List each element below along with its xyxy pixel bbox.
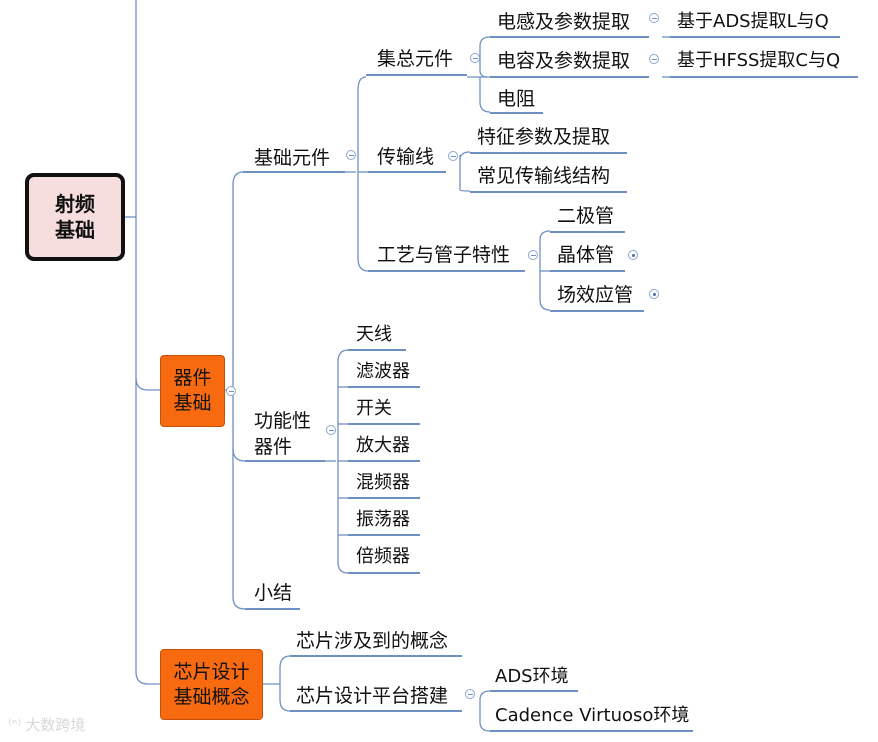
node-underline (490, 112, 543, 114)
node-underline (366, 74, 467, 76)
fet-expand-icon[interactable] (649, 289, 659, 299)
process-collapse-icon[interactable] (528, 250, 538, 260)
root-label-line1: 射频 (55, 192, 95, 216)
node-filter[interactable]: 滤波器 (356, 361, 410, 382)
node-underline (550, 231, 625, 233)
node-underline (490, 690, 578, 692)
node-underline (348, 460, 420, 462)
node-fet[interactable]: 场效应管 (557, 284, 634, 306)
inductor-collapse-icon[interactable] (649, 13, 659, 23)
device-basics-collapse-icon[interactable] (226, 386, 236, 396)
device-basics-node[interactable]: 器件 基础 (160, 355, 225, 427)
chip-basics-node[interactable]: 芯片设计 基础概念 (160, 649, 263, 720)
functional-devices-line2: 器件 (254, 436, 293, 458)
node-lumped-elements[interactable]: 集总元件 (377, 48, 454, 70)
node-transistor[interactable]: 晶体管 (557, 244, 615, 266)
node-underline (470, 191, 627, 193)
node-underline (348, 534, 420, 536)
node-underline (348, 349, 406, 351)
node-ads-env[interactable]: ADS环境 (495, 666, 569, 687)
node-underline (290, 655, 462, 657)
device-basics-line2: 基础 (173, 392, 212, 414)
node-underline (670, 36, 840, 38)
device-basics-line1: 器件 (173, 367, 212, 389)
watermark-text: 大数跨境 (25, 717, 86, 734)
node-hfss-cq[interactable]: 基于HFSS提取C与Q (677, 50, 841, 71)
node-ads-lq[interactable]: 基于ADS提取L与Q (677, 11, 829, 32)
root-label-line2: 基础 (55, 218, 95, 242)
node-underline (490, 76, 649, 78)
node-process[interactable]: 工艺与管子特性 (377, 244, 511, 266)
functional-devices-line1: 功能性 (254, 410, 312, 432)
chip-basics-line1: 芯片设计 (173, 660, 250, 683)
functional-collapse-icon[interactable] (326, 425, 336, 435)
node-underline (348, 386, 420, 388)
chip-basics-line2: 基础概念 (173, 685, 250, 708)
node-underline (490, 730, 693, 732)
watermark-icon: ⁽ᐢ⁾ (8, 717, 26, 734)
node-underline (348, 572, 420, 574)
node-underline (245, 460, 325, 462)
node-summary[interactable]: 小结 (254, 582, 293, 604)
node-underline (490, 36, 649, 38)
tline-collapse-icon[interactable] (448, 151, 458, 161)
node-underline (368, 171, 446, 173)
node-underline (368, 270, 525, 272)
node-diode[interactable]: 二极管 (557, 205, 615, 227)
node-chip-concepts[interactable]: 芯片涉及到的概念 (296, 630, 449, 652)
node-inductor[interactable]: 电感及参数提取 (497, 11, 631, 33)
watermark-logo: ⁽ᐢ⁾ 大数跨境 (8, 714, 85, 735)
node-common-tline[interactable]: 常见传输线结构 (477, 165, 611, 187)
node-underline (470, 152, 627, 154)
node-underline (670, 76, 858, 78)
capacitor-collapse-icon[interactable] (649, 54, 659, 64)
node-multiplier[interactable]: 倍频器 (356, 546, 410, 567)
node-underline (348, 423, 420, 425)
root-node[interactable]: 射频 基础 (25, 173, 125, 261)
node-underline (348, 497, 420, 499)
node-antenna[interactable]: 天线 (356, 324, 392, 345)
node-transmission-line[interactable]: 传输线 (377, 146, 435, 168)
transistor-expand-icon[interactable] (628, 250, 638, 260)
node-mixer[interactable]: 混频器 (356, 472, 410, 493)
node-underline (245, 608, 300, 610)
node-underline (290, 710, 462, 712)
basic-components-collapse-icon[interactable] (346, 150, 356, 160)
platform-collapse-icon[interactable] (465, 689, 475, 699)
node-amplifier[interactable]: 放大器 (356, 435, 410, 456)
node-functional-devices[interactable]: 功能性 器件 (254, 408, 311, 460)
node-resistor[interactable]: 电阻 (497, 88, 536, 110)
lumped-collapse-icon[interactable] (470, 53, 480, 63)
node-basic-components[interactable]: 基础元件 (254, 147, 331, 169)
node-platform[interactable]: 芯片设计平台搭建 (296, 685, 449, 707)
node-cadence-env[interactable]: Cadence Virtuoso环境 (495, 705, 690, 726)
node-char-params[interactable]: 特征参数及提取 (477, 126, 611, 148)
node-underline (550, 310, 644, 312)
node-capacitor[interactable]: 电容及参数提取 (497, 50, 631, 72)
node-switch[interactable]: 开关 (356, 398, 392, 419)
node-oscillator[interactable]: 振荡器 (356, 509, 410, 530)
node-underline (550, 270, 625, 272)
node-underline (243, 171, 345, 173)
